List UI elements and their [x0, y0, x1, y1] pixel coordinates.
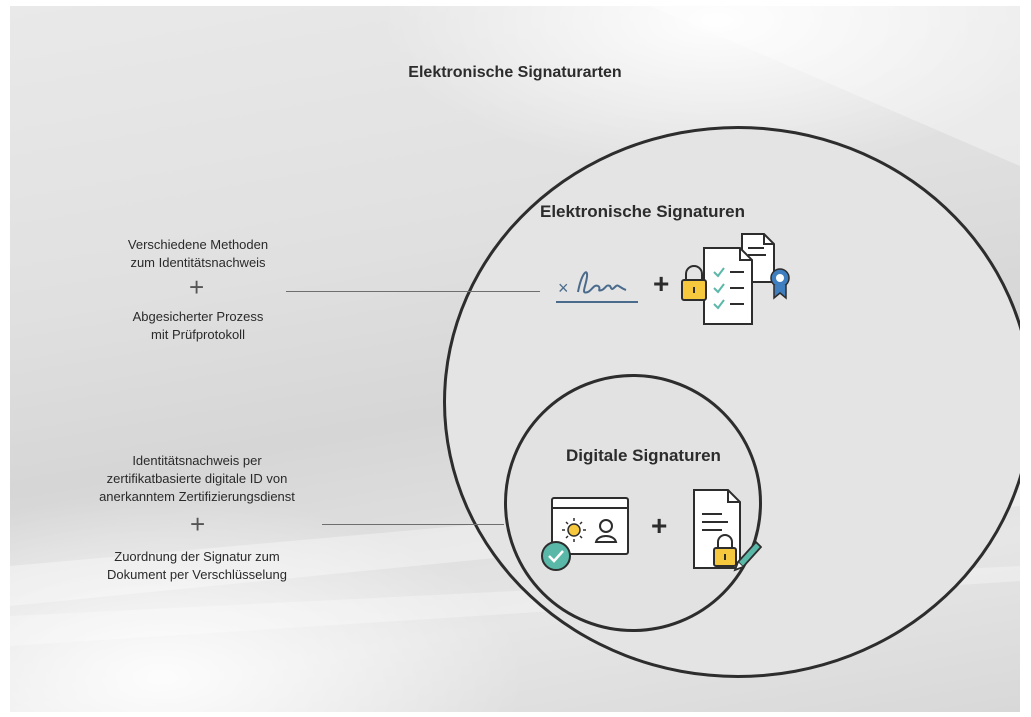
handwritten-signature-icon: ×: [556, 260, 640, 308]
inner-description-1: Identitätsnachweis per zertifikatbasiert…: [99, 453, 295, 504]
digital-id-card-icon: [538, 494, 632, 574]
outer-description-2: Abgesicherter Prozess mit Prüfprotokoll: [132, 309, 264, 342]
inner-icons-plus: +: [651, 510, 668, 541]
outer-description-plus: +: [189, 272, 205, 302]
outer-description-1: Verschiedene Methoden zum Identitätsnach…: [127, 237, 269, 270]
diagram-canvas: Elektronische Signaturarten Elektronisch…: [10, 6, 1020, 712]
inner-connector-line: [322, 524, 504, 525]
locked-checklist-documents-icon: [680, 228, 795, 328]
locked-signed-document-icon: [682, 484, 763, 574]
inner-description-plus: +: [190, 509, 206, 539]
inner-circle-heading: Digitale Signaturen: [566, 446, 721, 465]
diagram-title: Elektronische Signaturarten: [408, 64, 622, 81]
outer-circle-heading: Elektronische Signaturen: [540, 202, 745, 221]
outer-icons-plus: +: [653, 268, 670, 299]
outer-connector-line: [286, 291, 540, 292]
inner-description-2: Zuordnung der Signatur zum Dokument per …: [107, 549, 287, 582]
svg-text:×: ×: [558, 278, 569, 298]
